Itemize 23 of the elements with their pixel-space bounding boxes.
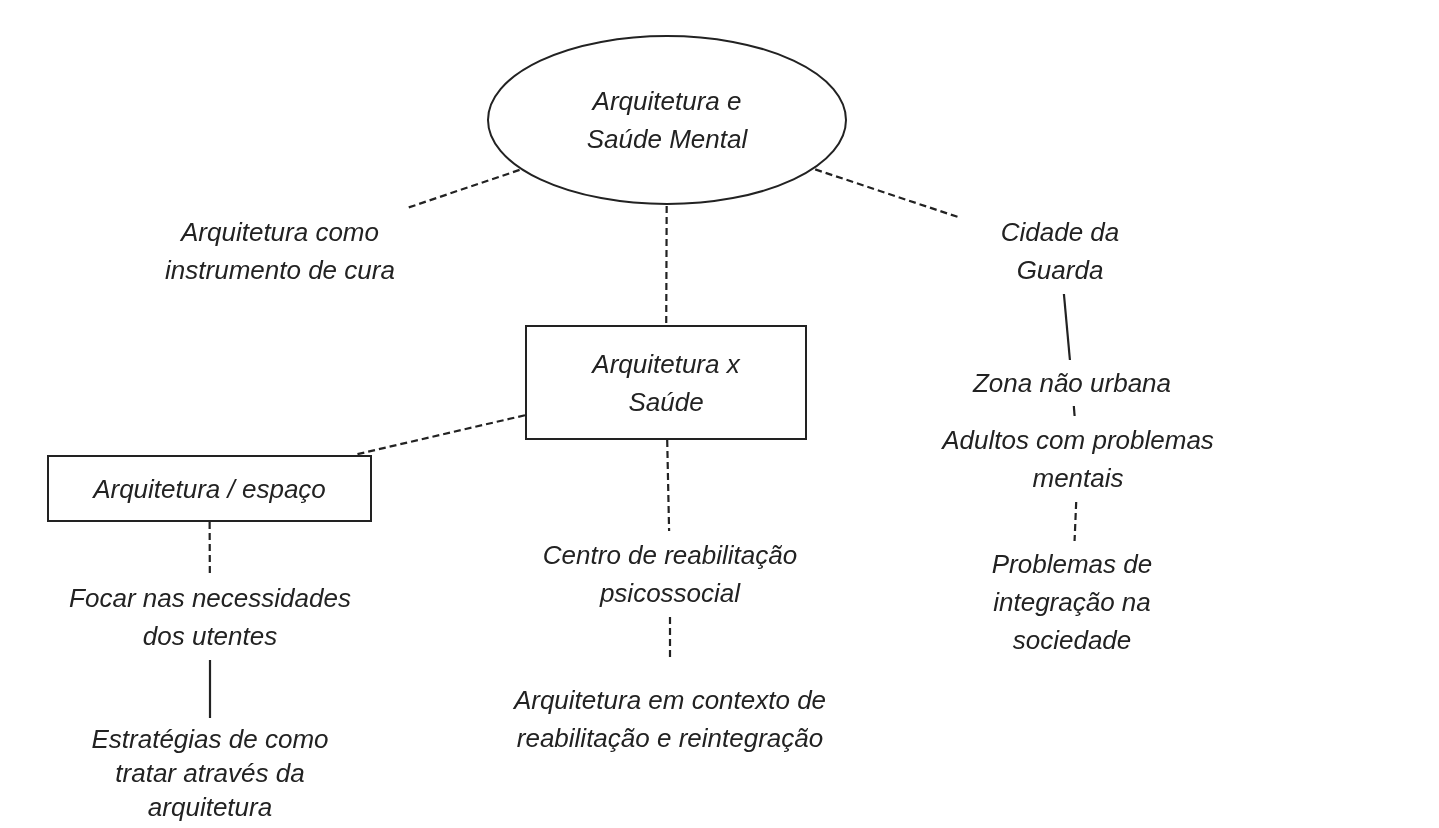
node-text: Arquitetura / espaço bbox=[93, 472, 326, 506]
connector-line bbox=[1062, 293, 1071, 361]
topic-label: Cidade da Guarda bbox=[965, 212, 1155, 290]
connector-line bbox=[208, 660, 212, 718]
topic-box bbox=[525, 325, 807, 440]
connector-line bbox=[1072, 405, 1076, 417]
connector-line bbox=[208, 522, 211, 574]
connector-line bbox=[665, 206, 668, 325]
topic-label: Zona não urbana bbox=[965, 364, 1179, 402]
connector-line bbox=[1073, 501, 1078, 542]
topic-label: Problemas de integração na sociedade bbox=[958, 545, 1186, 659]
topic-box bbox=[47, 455, 372, 522]
topic-label: Arquitetura como instrumento de cura bbox=[125, 212, 435, 290]
topic-label: Adultos com problemas mentais bbox=[930, 420, 1226, 498]
topic-label: Centro de reabilitação psicossocial bbox=[500, 535, 840, 613]
topic-label: Arquitetura em contexto de reabilitação e reintegração bbox=[500, 662, 840, 776]
node-text: Arquitetura x Saúde bbox=[591, 347, 741, 419]
connector-line bbox=[666, 439, 671, 532]
connector-line bbox=[406, 168, 520, 210]
connector-line bbox=[668, 617, 672, 658]
topic-label: Estratégias de como tratar através da arquitetura bbox=[62, 722, 358, 824]
node-text: Arquitetura e Saúde Mental bbox=[585, 85, 749, 156]
topic-label: Focar nas necessidades dos utentes bbox=[45, 578, 375, 656]
